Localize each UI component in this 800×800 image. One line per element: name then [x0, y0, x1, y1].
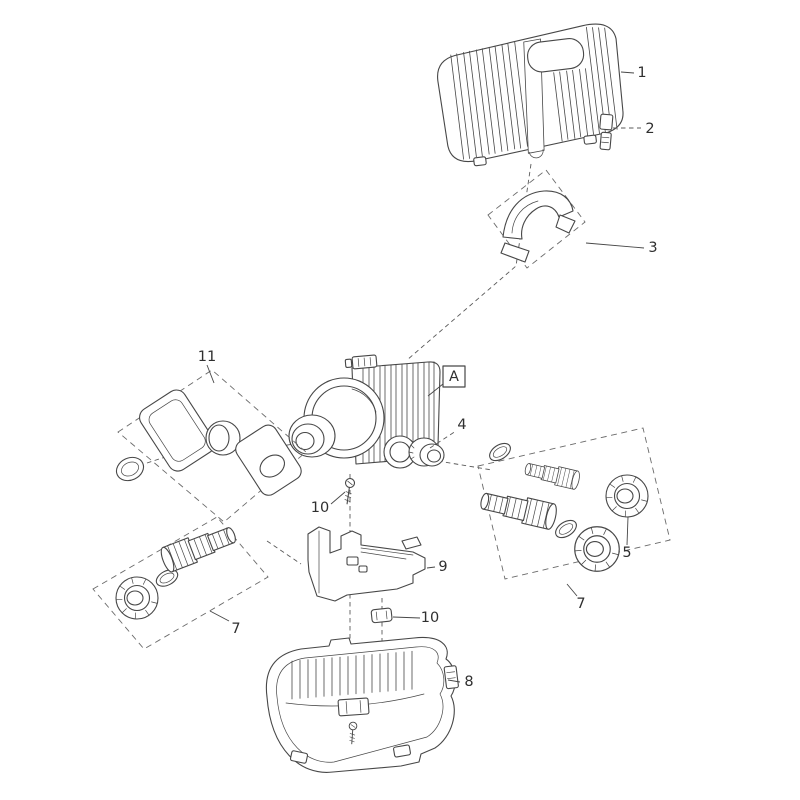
pump-top-vent: [344, 354, 378, 370]
part-group-3: [487, 169, 586, 269]
cap-small: [115, 456, 145, 482]
housing-foot-right: [393, 744, 411, 758]
part-bracket-9: [307, 526, 426, 602]
union-nut-7-right: [574, 526, 620, 572]
cover-plate-left: [139, 389, 216, 472]
callout-10-clip: 10: [421, 610, 439, 626]
part-screw-10: [342, 477, 356, 505]
section-a-text: A: [449, 369, 459, 385]
housing-ribs: [291, 650, 413, 700]
part-outlet-adapter-4: [408, 437, 445, 467]
part-top-cover: [437, 23, 624, 167]
part-clamp-3-hook: [555, 214, 576, 234]
part-bottom-housing-8: [265, 636, 459, 773]
housing-inner-detail: [337, 697, 370, 717]
cover-clip-right: [583, 134, 597, 145]
part-group-7-left: [92, 516, 269, 650]
group-box-7-left: [92, 516, 269, 650]
callout-3: 3: [648, 240, 657, 256]
callout-7-right: 7: [576, 596, 585, 612]
union-nut-5: [605, 474, 649, 518]
housing-side-tab: [443, 665, 459, 690]
hose-tail-right: [477, 487, 559, 531]
callout-labels: 1 2 3 4 5 7 7 8 9 10 10 11 A: [198, 65, 658, 690]
housing-foot-left: [289, 750, 309, 764]
callout-11: 11: [198, 349, 216, 365]
callout-9: 9: [438, 559, 447, 575]
part-pump-body: [288, 354, 441, 469]
callout-2: 2: [645, 121, 654, 137]
section-label-a: A: [442, 365, 466, 388]
callout-7-left: 7: [231, 621, 240, 637]
hose-tail-left: [158, 521, 240, 574]
union-nut-7-left: [115, 576, 159, 620]
part-group-11: [115, 369, 307, 523]
cover-notch: [528, 149, 544, 159]
callout-1: 1: [637, 65, 646, 81]
group-box-right: [477, 427, 671, 580]
cover-clip-left: [473, 156, 487, 167]
callout-5: 5: [622, 545, 631, 561]
callout-leader-lines: [206, 71, 645, 683]
cover-grille-slots: [450, 26, 618, 160]
o-ring-right-mid: [551, 516, 581, 542]
hose-coupling-5: [522, 459, 582, 491]
part-clamp-3: [502, 190, 574, 240]
callout-10-screw: 10: [311, 500, 329, 516]
cover-plate-right: [235, 424, 302, 496]
part-group-right-5-7: [477, 427, 671, 580]
callout-8: 8: [464, 674, 473, 690]
pump-inlet-ring-inner: [295, 431, 315, 451]
part-clip-2: [599, 113, 614, 151]
part-clamp-3-foot: [500, 242, 530, 263]
cover-handle: [527, 37, 585, 73]
part-clip-10: [370, 607, 393, 624]
rotary-knob: [205, 420, 241, 456]
callout-4: 4: [457, 417, 466, 433]
